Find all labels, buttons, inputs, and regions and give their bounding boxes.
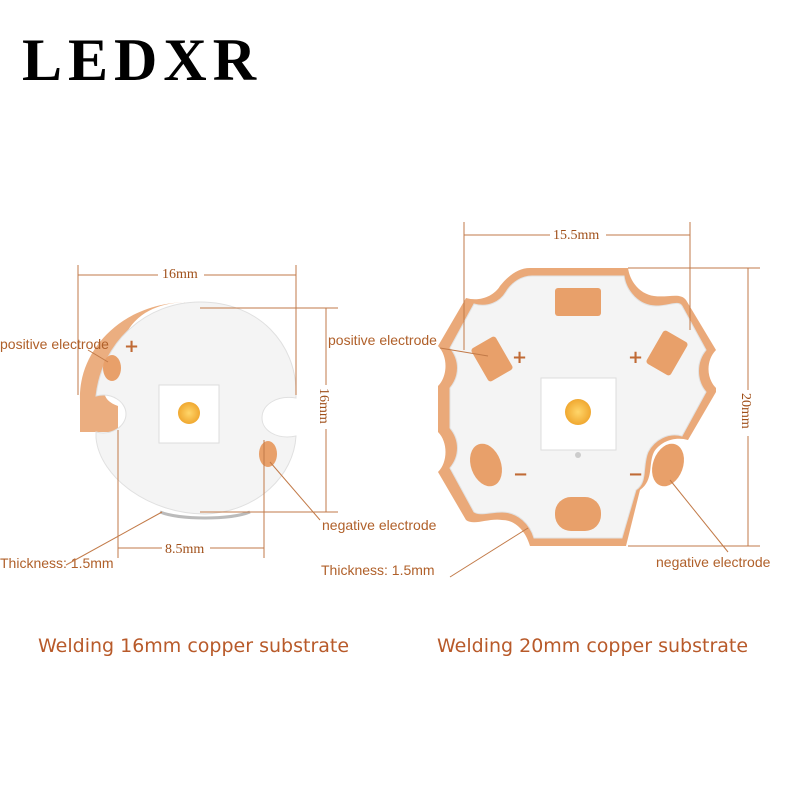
left-plus-symbol: +	[124, 336, 139, 357]
right-led-dot	[565, 399, 591, 425]
right-minus-symbol-left: −	[513, 464, 528, 485]
left-board-group: + 16mm 16mm 8.5mm positive electrode neg…	[0, 264, 437, 657]
right-width-dim: 15.5mm	[553, 228, 599, 243]
left-positive-leader	[87, 349, 109, 363]
left-negative-label: negative electrode	[322, 517, 437, 533]
right-plus-symbol-left: +	[512, 347, 527, 368]
right-minus-symbol-right: −	[628, 464, 643, 485]
right-thickness-label: Thickness: 1.5mm	[321, 562, 435, 578]
right-board-group: + + − − 15.5mm 20mm positive electrode n…	[321, 222, 771, 657]
right-height-dim: 20mm	[738, 393, 753, 429]
right-dim-bg-top	[550, 224, 606, 242]
right-pad-top	[555, 288, 601, 316]
right-negative-label: negative electrode	[656, 554, 771, 570]
right-positive-leader	[439, 347, 489, 357]
right-negative-leader	[669, 479, 729, 553]
left-caption: Welding 16mm copper substrate	[38, 635, 349, 657]
left-width-dim: 16mm	[162, 267, 198, 282]
right-plus-symbol-right: +	[628, 347, 643, 368]
left-board-copper-rim	[79, 302, 190, 432]
left-dim-bg-top	[158, 264, 204, 282]
left-led-dot	[178, 402, 200, 424]
right-thickness-leader	[449, 527, 529, 578]
right-pad-lower-left	[470, 443, 502, 487]
right-pad-bottom	[555, 497, 601, 531]
left-negative-pad	[259, 441, 277, 467]
right-dim-bg-right	[739, 390, 757, 436]
right-pad-upper-right	[646, 330, 688, 376]
left-positive-pad	[103, 355, 121, 381]
right-led-marker	[575, 452, 581, 458]
left-negative-leader	[269, 461, 321, 521]
left-thickness-leader	[65, 511, 163, 566]
left-thickness-label: Thickness: 1.5mm	[0, 555, 114, 571]
brand-logo: LEDXR	[22, 27, 262, 93]
right-pad-upper-left	[471, 336, 513, 382]
left-board-edge	[159, 510, 251, 520]
right-positive-label: positive electrode	[328, 332, 437, 348]
left-positive-label: positive electrode	[0, 336, 109, 352]
left-pad-dim: 8.5mm	[165, 542, 204, 557]
left-height-dim: 16mm	[316, 388, 331, 424]
right-caption: Welding 20mm copper substrate	[437, 635, 748, 657]
right-pad-lower-right	[652, 443, 684, 487]
left-dim-bg-bottom	[162, 538, 210, 556]
left-dim-bg-right	[317, 385, 335, 429]
